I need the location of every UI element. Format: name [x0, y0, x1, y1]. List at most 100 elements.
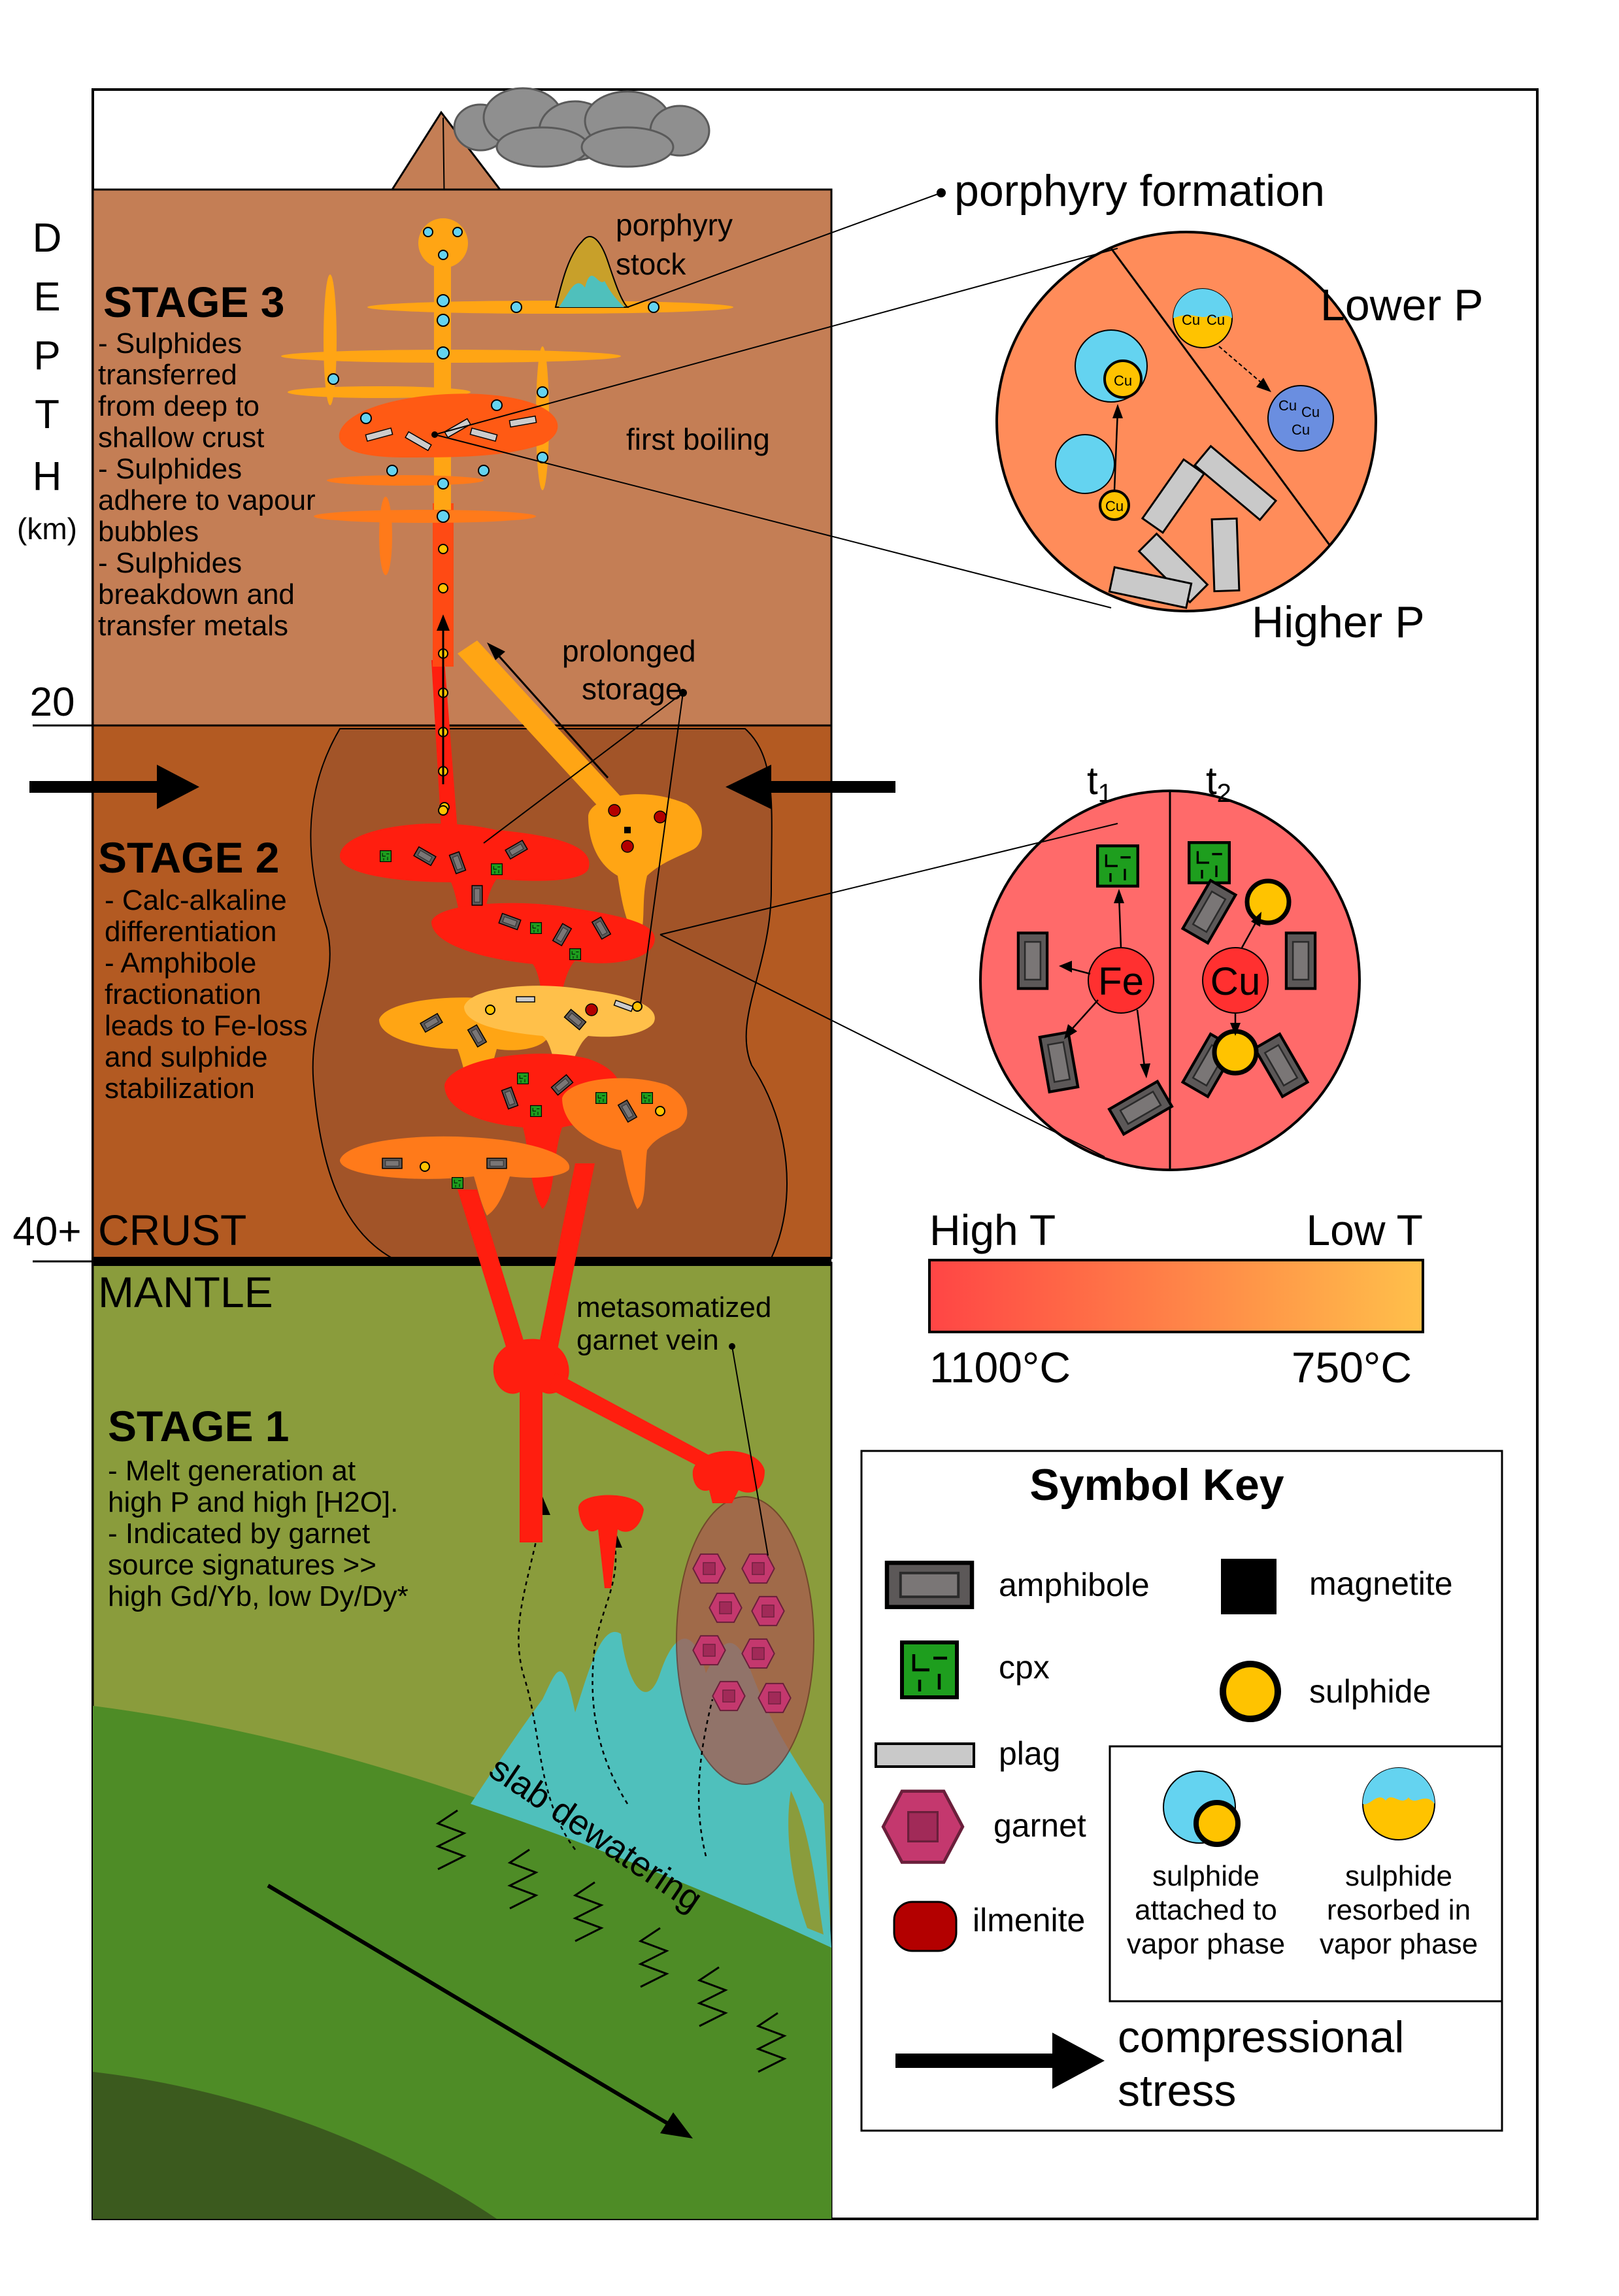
key-magnetite-icon — [1221, 1559, 1277, 1614]
cu-label-sulphide-2: Cu — [1105, 498, 1124, 514]
stage1-title: STAGE 1 — [108, 1402, 290, 1450]
mantle-wedge-lobe — [788, 1791, 824, 1935]
key-resorbed-icon — [1362, 1767, 1435, 1840]
key-amphibole-icon — [887, 1563, 972, 1607]
subducting-slab — [93, 1706, 831, 2219]
stage2-line: - Amphibole — [105, 947, 256, 979]
leader-garnet-vein — [731, 1346, 769, 1556]
stage3-line: adhere to vapour — [98, 484, 316, 516]
side-conduit-arrow — [495, 652, 609, 779]
slab-deep-layer — [93, 2072, 497, 2219]
leader-dot-boiling — [431, 431, 438, 438]
lower-p-label: Lower P — [1320, 280, 1483, 330]
porphyry-formation-label: porphyry formation — [954, 166, 1325, 216]
stage3-line: - Sulphides — [98, 327, 242, 359]
stage2-description: - Calc-alkaline differentiation - Amphib… — [105, 884, 308, 1105]
stage3-line: transferred — [98, 359, 237, 391]
dewatering-paths — [518, 1509, 714, 1857]
stage3-crust-layer — [92, 188, 833, 727]
stage2-line: stabilization — [105, 1073, 255, 1105]
garnet-vein — [676, 1496, 814, 1785]
key-cpx-label: cpx — [999, 1649, 1050, 1686]
stage2-line: differentiation — [105, 916, 276, 948]
first-boiling-label: first boiling — [626, 422, 770, 456]
tick-20-label: 20 — [30, 680, 75, 725]
depth-unit: (km) — [17, 512, 77, 546]
stage2-line: - Calc-alkaline — [105, 884, 287, 916]
tick-40-label: 40+ — [12, 1209, 81, 1254]
mantle-label: MANTLE — [98, 1268, 273, 1316]
leader-dot-storage — [679, 689, 687, 697]
leader-inset-top — [434, 248, 1118, 435]
stage1-melt-network — [458, 1163, 765, 1588]
time-inset — [979, 790, 1361, 1171]
high-t-value: 1100°C — [929, 1343, 1071, 1391]
porphyry-stock-label: stock — [616, 247, 686, 281]
low-t-value: 750°C — [1292, 1343, 1412, 1391]
ash-cloud — [453, 87, 710, 168]
cu-label: Cu — [1210, 959, 1261, 1003]
key-garnet-icon — [883, 1791, 963, 1863]
key-plag-icon — [875, 1742, 975, 1768]
key-sulphide-icon — [1220, 1661, 1281, 1722]
depth-letter-e: E — [33, 275, 60, 320]
stage3-title: STAGE 3 — [103, 278, 285, 326]
key-ilmenite-label: ilmenite — [973, 1902, 1085, 1938]
leader-porphyry — [627, 192, 942, 308]
stage2-title: STAGE 2 — [98, 833, 280, 882]
porphyry-stock-label: porphyry — [616, 208, 733, 242]
stage3-description: - Sulphides transferred from deep to sha… — [98, 327, 316, 642]
stage1-line: - Indicated by garnet — [108, 1518, 370, 1550]
depth-letter-p: P — [33, 333, 60, 378]
fe-label: Fe — [1098, 959, 1144, 1003]
t2-label: t2 — [1206, 759, 1231, 808]
crust-label: CRUST — [98, 1206, 246, 1254]
stage2-line: fractionation — [105, 978, 261, 1010]
conduit-arrow-head — [437, 614, 450, 631]
key-attached-label: vapor phase — [1127, 1928, 1285, 1960]
temperature-gradient-bar — [928, 1259, 1424, 1333]
key-magnetite-label: magnetite — [1309, 1565, 1453, 1602]
leader-time-bottom — [659, 934, 1105, 1157]
leader-storage-2 — [640, 692, 684, 1004]
key-compressional-label: stress — [1118, 2066, 1236, 2116]
key-compressional-label: compressional — [1118, 2012, 1404, 2062]
higher-p-label: Higher P — [1252, 597, 1425, 647]
stage2-chambers — [340, 641, 702, 1216]
key-attached-label: attached to — [1135, 1894, 1277, 1926]
key-resorbed-label: vapor phase — [1320, 1928, 1478, 1960]
stage3-line: bubbles — [98, 516, 199, 548]
prolonged-storage-label: storage — [582, 672, 682, 706]
leader-storage-1 — [483, 692, 684, 844]
key-resorbed-label: resorbed in — [1327, 1894, 1471, 1926]
leader-dot-garnet — [729, 1343, 735, 1350]
compression-arrows — [29, 765, 895, 809]
metasomatized-label: metasomatized — [576, 1291, 771, 1323]
subduction-arrow — [267, 1884, 681, 2133]
subduction-arrow-head — [660, 2112, 693, 2138]
stage1-line: high P and high [H2O]. — [108, 1486, 398, 1518]
prolonged-storage-label: prolonged — [562, 634, 696, 668]
cu-label-vapor: Cu — [1278, 397, 1297, 414]
side-conduit-arrow-head — [487, 642, 505, 660]
key-ilmenite-icon — [893, 1901, 958, 1952]
metasomatized-label: garnet vein — [576, 1324, 719, 1356]
key-sulphide-label: sulphide — [1309, 1673, 1431, 1710]
zigzag-marks — [435, 1809, 787, 2073]
key-attached-icon — [1163, 1771, 1241, 1847]
key-amphibole-label: amphibole — [999, 1567, 1150, 1603]
stage2-line: and sulphide — [105, 1041, 268, 1073]
stage3-line: - Sulphides — [98, 547, 242, 579]
key-garnet-label: garnet — [993, 1807, 1086, 1844]
stage1-line: source signatures >> — [108, 1549, 376, 1581]
depth-axis: D E P T H (km) 20 40+ — [12, 216, 81, 1254]
depth-letter-h: H — [33, 454, 62, 499]
cu-label-resorbed: Cu — [1207, 312, 1225, 328]
key-plag-label: plag — [999, 1735, 1061, 1772]
depth-letter-d: D — [33, 216, 62, 261]
depth-letter-t: T — [35, 392, 59, 437]
leader-dot-porphyry — [937, 188, 946, 197]
stage3-line: - Sulphides — [98, 453, 242, 485]
cu-label-vapor: Cu — [1292, 422, 1310, 438]
stage1-line: high Gd/Yb, low Dy/Dy* — [108, 1580, 409, 1612]
